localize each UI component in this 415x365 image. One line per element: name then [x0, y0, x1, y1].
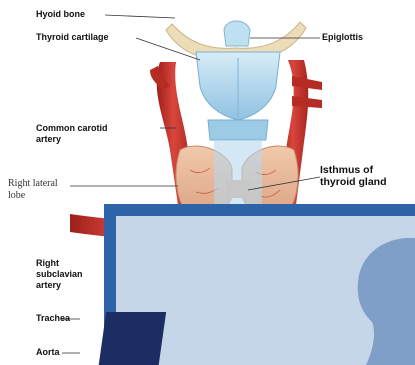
label-common-carotid-artery: Common carotid artery: [36, 123, 108, 145]
epiglottis: [224, 21, 250, 46]
label-isthmus-of-thyroid-gland: Isthmus of thyroid gland: [320, 164, 387, 188]
dark-panel-shape: [99, 312, 166, 365]
label-epiglottis: Epiglottis: [322, 32, 363, 43]
label-hyoid-bone: Hyoid bone: [36, 9, 85, 20]
label-trachea: Trachea: [36, 313, 70, 324]
trachea: [214, 140, 262, 210]
label-right-subclavian-artery: Right subclavian artery: [36, 258, 83, 291]
label-right-lateral-lobe: Right lateral lobe: [8, 178, 58, 202]
overlay-panel: [99, 204, 415, 365]
label-aorta: Aorta: [36, 347, 60, 358]
thyroid-cartilage: [196, 52, 280, 140]
label-thyroid-cartilage: Thyroid cartilage: [36, 32, 109, 43]
